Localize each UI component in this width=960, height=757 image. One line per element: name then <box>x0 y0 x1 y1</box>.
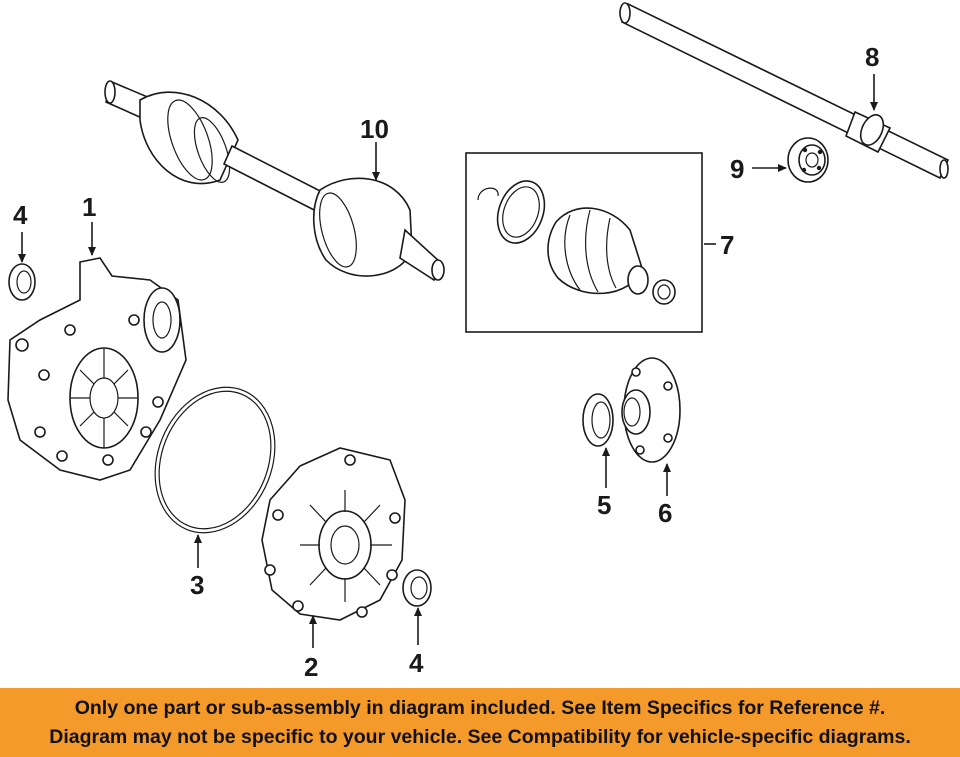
differential-housing-part <box>7 257 187 481</box>
seal-part-lower <box>402 569 432 607</box>
cover-part <box>261 447 406 621</box>
disclaimer-line-1: Only one part or sub-assembly in diagram… <box>74 696 886 719</box>
seal-part-right <box>582 393 614 447</box>
callout-8: 8 <box>865 42 879 72</box>
o-ring-part <box>154 386 276 534</box>
disclaimer-banner: Only one part or sub-assembly in diagram… <box>0 688 960 757</box>
callout-2: 2 <box>304 652 318 682</box>
parts-diagram: 1 2 3 4 4 5 6 7 8 9 10 <box>7 2 950 682</box>
bearing-part <box>787 137 829 183</box>
leader-lines <box>18 74 878 648</box>
callout-3: 3 <box>190 570 204 600</box>
callout-9: 9 <box>730 154 744 184</box>
flange-part <box>621 357 681 463</box>
callout-5: 5 <box>597 490 611 520</box>
callout-4-upper: 4 <box>13 200 28 230</box>
cv-axle-part <box>104 80 445 282</box>
boot-kit-part <box>465 152 703 333</box>
callout-labels: 1 2 3 4 4 5 6 7 8 9 10 <box>13 42 879 682</box>
callout-6: 6 <box>658 498 672 528</box>
callout-4-lower: 4 <box>409 648 424 678</box>
axle-shaft-part <box>619 2 950 180</box>
callout-1: 1 <box>82 192 96 222</box>
seal-part-upper <box>8 263 36 301</box>
disclaimer-line-2: Diagram may not be specific to your vehi… <box>49 725 911 748</box>
callout-7: 7 <box>720 230 734 260</box>
callout-10: 10 <box>360 114 389 144</box>
